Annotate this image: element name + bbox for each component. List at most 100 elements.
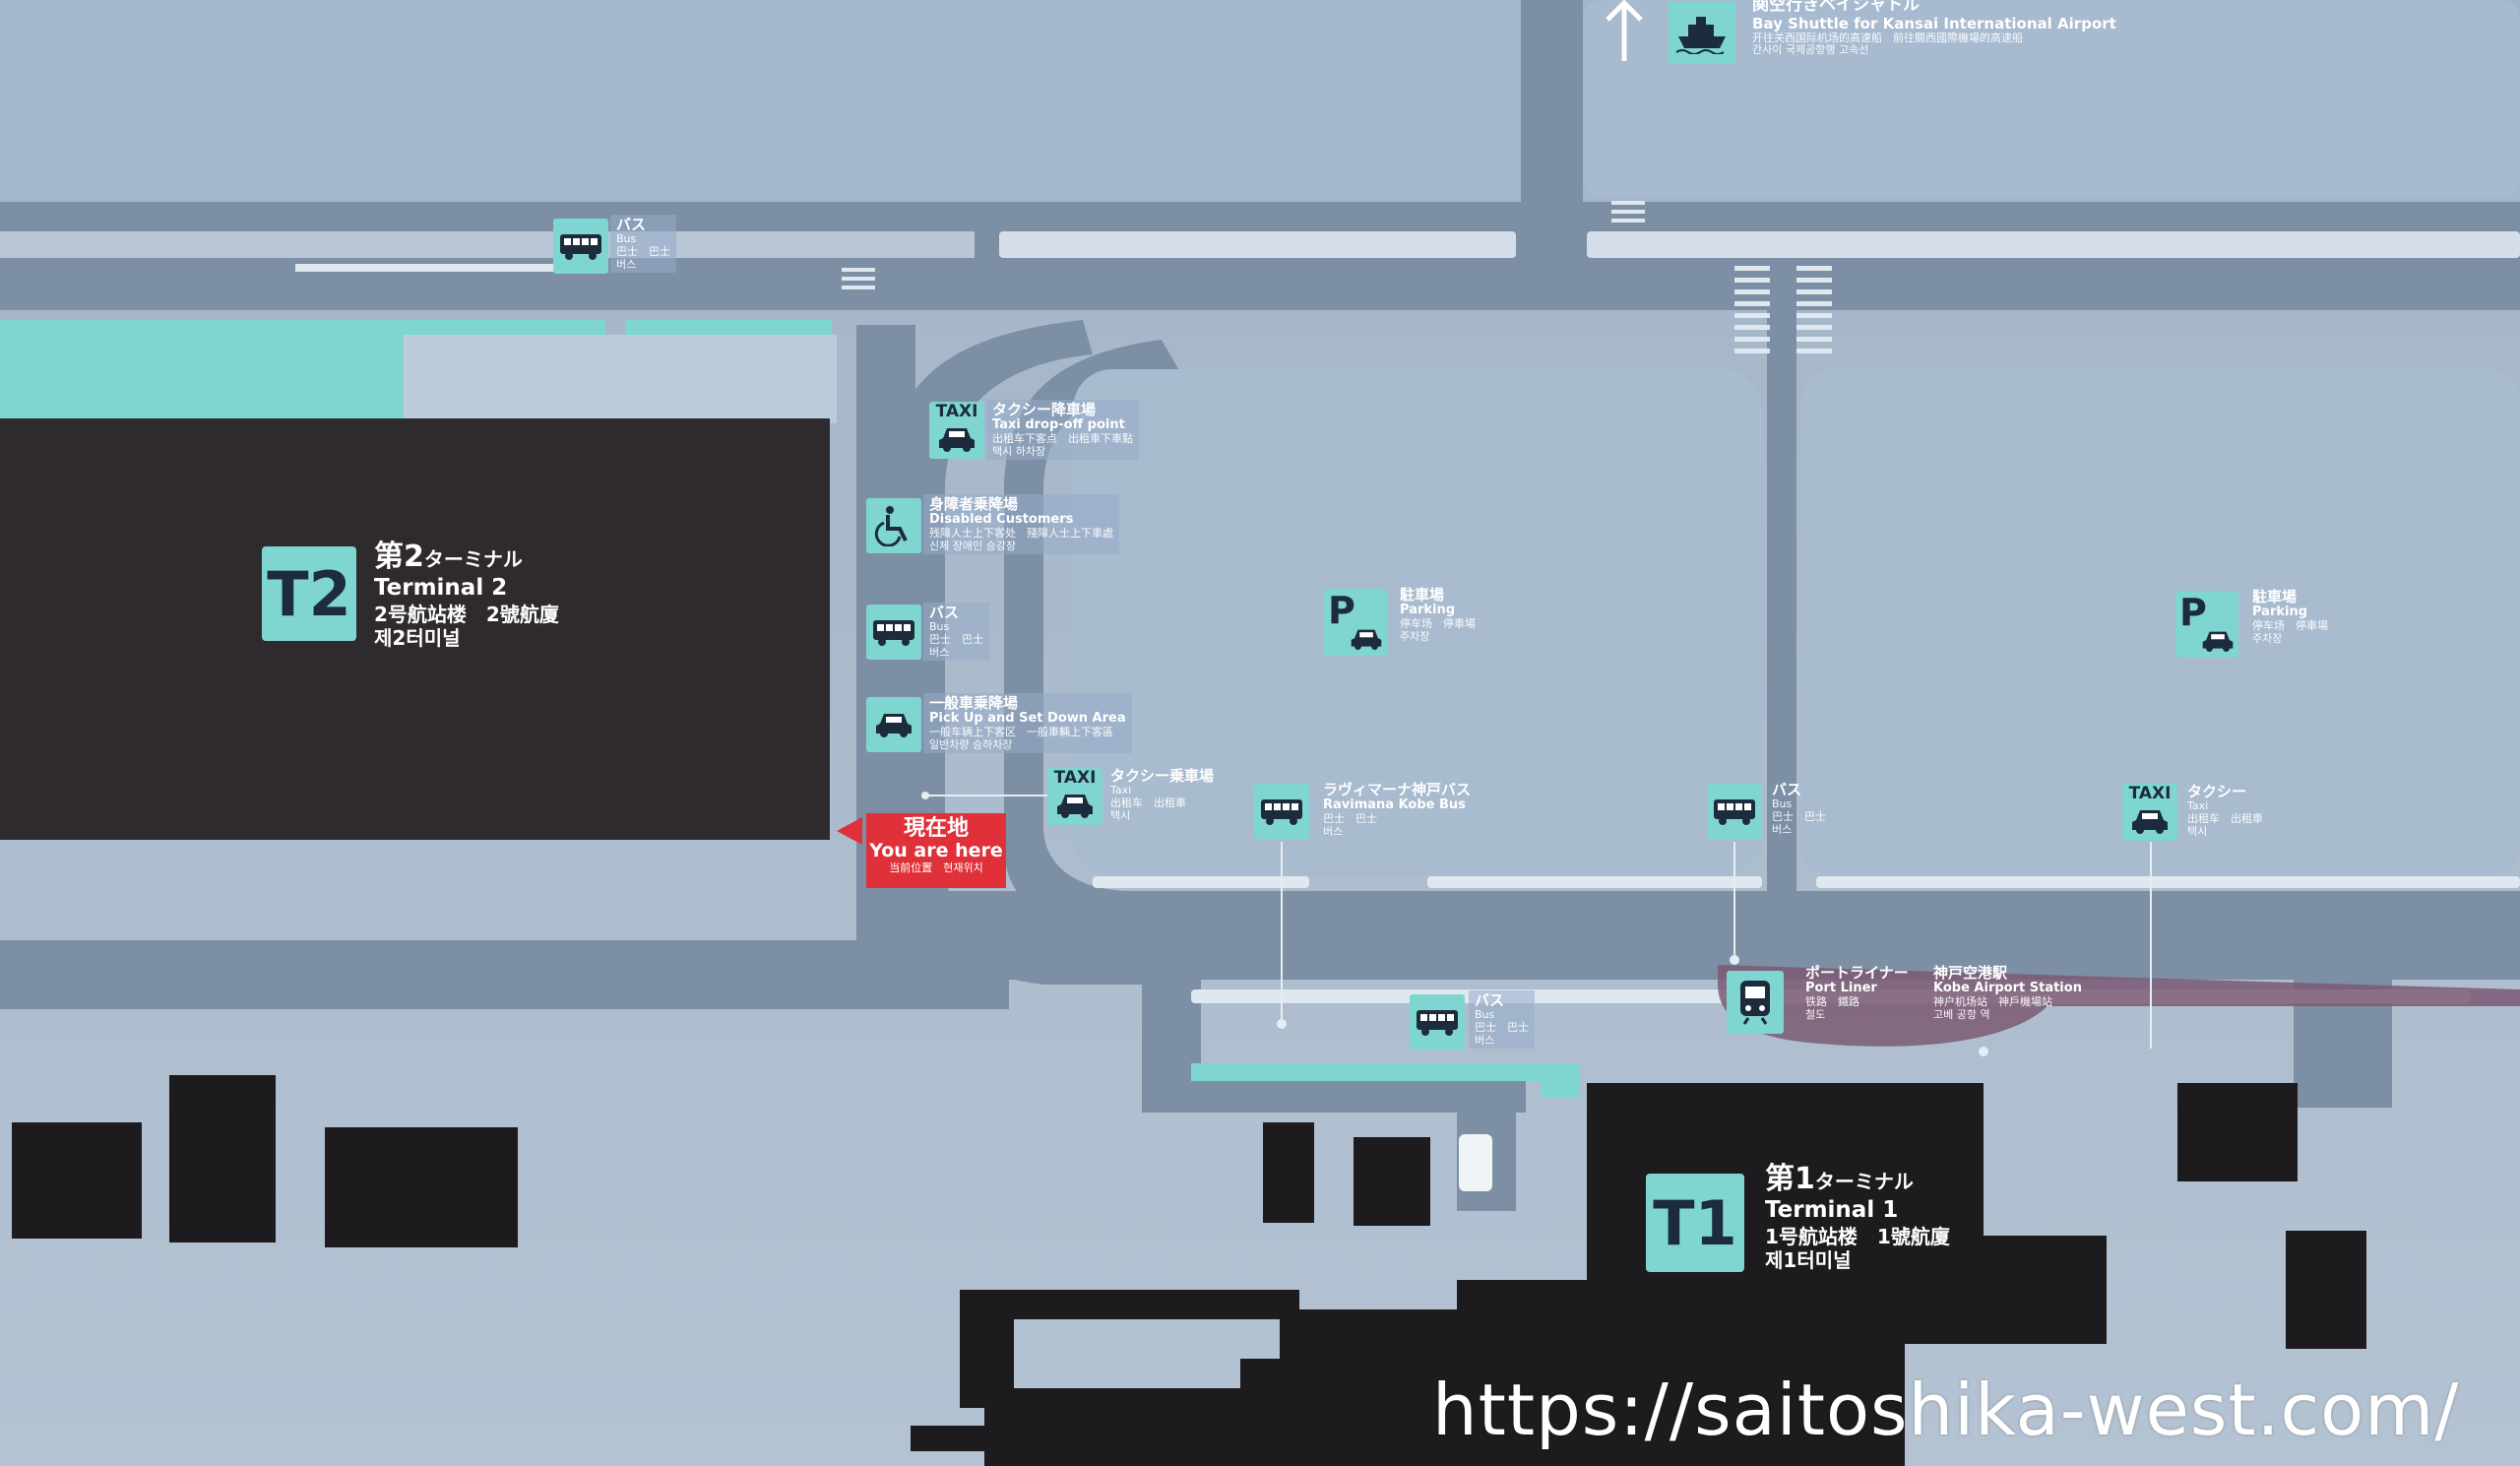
port-liner-label: ポートライナー Port Liner 铁路 鐵路 철도 [1805,964,1909,1021]
top-left-block [0,0,1521,197]
ferry-label-ko: 간사이 국제공항행 고속선 [1752,43,1869,57]
parking-center-zh: 停车场 停車場 [1400,617,1476,631]
parking-right-ko: 주차장 [2252,631,2283,645]
taxi-right-zh: 出租车 出租車 [2187,811,2263,825]
terminal1-lower-wing [960,1290,1299,1408]
taxi-dropoff-ja: タクシー降車場 [992,401,1097,418]
walkway-light [404,335,837,423]
parking-center-ja: 駐車場 [1400,586,1445,604]
taxi-right-ko: 택시 [2187,824,2208,838]
ferry-label-en: Bay Shuttle for Kansai International Air… [1752,14,2116,32]
parking-right-zh: 停车场 停車場 [2252,619,2328,633]
kobe-airport-station-label: 神戸空港駅 Kobe Airport Station 神户机场站 神戶機場站 고… [1933,964,2082,1021]
ferry-label-zh: 开往关西国际机场的高速船 前往關西國際機場的高速船 [1752,31,2023,44]
taxi-dropoff-en: Taxi drop-off point [992,417,1125,433]
lane-markings [0,231,2520,1003]
ferry-icon [1669,2,1735,63]
pickup-zh: 一般车辆上下客区 一般車輛上下客區 [929,726,1113,739]
terminal1-name-num: 第1 [1765,1162,1815,1196]
taxi-t2-en: Taxi [1110,784,1132,797]
bus-t2-en: Bus [929,620,950,634]
station-ja: 神戸空港駅 [1933,964,2008,982]
car-icon [866,697,921,752]
terminal1-badge: T1 [1646,1174,1744,1272]
pickup-en: Pick Up and Set Down Area [929,711,1126,727]
bus-top-en: Bus [616,232,637,246]
top-right-block [1583,0,2520,197]
terminal2-name-rest: ターミナル [423,547,523,571]
bus-center-zh: 巴士 巴士 [1772,809,1826,823]
parking-right-ja: 駐車場 [2252,588,2298,606]
disabled-zh: 残障人士上下客处 殘障人士上下車處 [929,527,1113,541]
bus-icon [1410,994,1465,1050]
taxi-icon: TAXI [1047,768,1102,825]
bus-icon [1707,784,1762,839]
taxi-t2-label: タクシー乗車場 Taxi 出租车 出租車 택시 [1110,767,1215,822]
station-zh: 神户机场站 神戶機場站 [1933,995,2052,1009]
watermark-url: https://saitoshika-west.com/ [1432,1369,2460,1451]
port-liner-ja: ポートライナー [1805,964,1909,982]
terminal1-label: 第1ターミナル Terminal 1 1号航站楼 1號航廈 제1터미널 [1765,1162,1950,1272]
bus-center-ko: 버스 [1772,822,1793,836]
pickup-ko: 일반차량 승하차장 [929,737,1013,751]
ferry-label-ja: 関空行きベイシャトル [1752,0,1920,15]
parking-lot-center [1073,369,1762,876]
terminal2-label: 第2ターミナル Terminal 2 2号航站楼 2號航廈 제2터미널 [374,540,559,650]
bus-lower-label: バス Bus 巴士 巴士 버스 [1469,990,1535,1050]
stop-connector-lines [925,795,2152,1049]
taxi-t2-ko: 택시 [1110,808,1131,822]
bus-lower-ko: 버스 [1475,1033,1495,1047]
bus-stop-island-top [999,231,1516,258]
ravimana-bus-zh: 巴士 巴士 [1323,812,1377,826]
you-are-here-marker: 現在地 You are here 当前位置 현재위치 [866,813,1006,888]
ravimana-bus-ko: 버스 [1323,824,1344,838]
terminal2-name-num: 第2 [374,540,424,574]
port-liner-en: Port Liner [1805,981,1877,996]
taxi-t2-zh: 出租车 出租車 [1110,796,1186,809]
parking-icon: P [2175,591,2238,658]
you-are-here-sub: 当前位置 현재위치 [889,861,983,875]
bus-top-label: バス Bus 巴士 巴士 버스 [610,215,676,274]
taxi-right-icon-word: TAXI [2128,784,2172,803]
bus-lower-en: Bus [1475,1008,1495,1022]
taxi-dropoff-zh: 出租车下客点 出租車下車點 [992,432,1133,446]
bus-icon [866,605,921,660]
terminal2-name-ko: 제2터미널 [374,625,461,650]
vertical-road-parking [1767,256,1796,896]
bus-lower-ja: バス [1475,991,1505,1009]
parking-icon: P [1324,589,1387,656]
parking-center-label: 駐車場 Parking 停车场 停車場 주차장 [1400,586,1476,643]
train-icon [1727,971,1784,1034]
taxi-right-en: Taxi [2187,799,2209,813]
you-are-here-en: You are here [869,840,1003,862]
taxi-t2-ja: タクシー乗車場 [1110,767,1215,785]
terminal1-name-zh: 1号航站楼 1號航廈 [1765,1224,1950,1248]
ravimana-bus-en: Ravimana Kobe Bus [1323,797,1466,813]
parking-center-ko: 주차장 [1400,629,1430,643]
station-ko: 고베 공항 역 [1933,1007,1990,1021]
ravimana-bus-ja: ラヴィマーナ神戸バス [1323,781,1472,798]
small-pillar [1459,1134,1492,1191]
terminal2-building [0,418,830,840]
terminal1-name-en: Terminal 1 [1765,1197,1899,1223]
port-liner-ko: 철도 [1805,1007,1826,1021]
station-en: Kobe Airport Station [1933,981,2082,996]
bus-t2-zh: 巴士 巴士 [929,632,983,646]
pickup-label: 一般車乗降場 Pick Up and Set Down Area 一般车辆上下客… [923,693,1132,754]
crosswalks [842,201,1832,353]
taxi-icon-word: TAXI [935,402,978,421]
bus-t2-label: バス Bus 巴士 巴士 버스 [923,603,989,662]
curved-road-inner [1004,340,1181,930]
ravimana-bus-label: ラヴィマーナ神戸バス Ravimana Kobe Bus 巴士 巴士 버스 [1323,781,1472,838]
you-are-here-ja: 現在地 [903,816,969,841]
vertical-road-top [1521,0,1583,256]
pickup-ja: 一般車乗降場 [929,694,1019,712]
wheelchair-icon [866,498,921,553]
ferry-label: 関空行きベイシャトル Bay Shuttle for Kansai Intern… [1752,0,2116,57]
terminal1-name-rest: ターミナル [1814,1170,1914,1193]
lower-buildings [12,1075,2366,1349]
port-liner-band [1718,965,2520,1047]
terminal2-name-zh: 2号航站楼 2號航廈 [374,602,559,626]
disabled-ko: 신체 장애인 승강장 [929,539,1016,552]
taxi-icon: TAXI [2122,784,2177,841]
